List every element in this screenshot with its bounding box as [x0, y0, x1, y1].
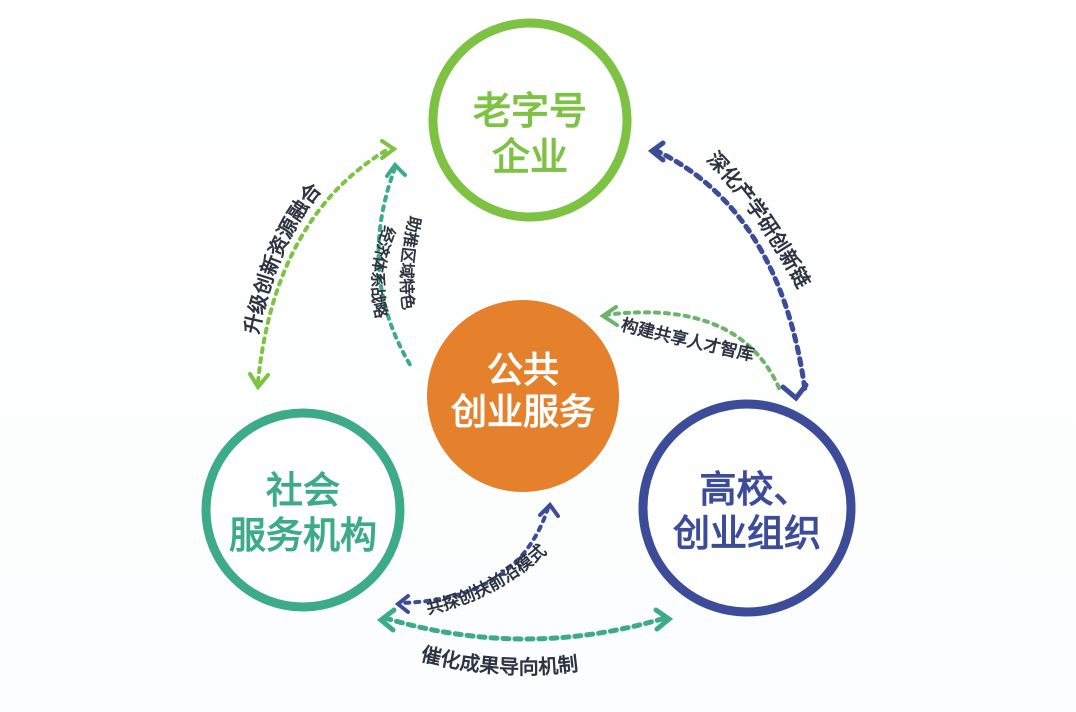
arrow-head-icon — [380, 139, 398, 160]
edge-label-center-left-bottom: 共探创扶前沿模式 — [425, 540, 551, 619]
node-center: 公共 创业服务 — [427, 300, 619, 492]
node-right-line1: 高校、 — [700, 468, 811, 511]
edge-label-center-right: 构建共享人才智库 — [619, 314, 756, 365]
arrow-head-icon — [653, 607, 674, 632]
arrow-head-icon — [377, 607, 397, 633]
node-left-line2: 服务机构 — [229, 514, 377, 557]
connector-top-left-inner — [376, 161, 414, 370]
node-top: 老字号 企业 — [428, 18, 632, 222]
node-right-line2: 创业组织 — [672, 512, 821, 555]
connector-top-left-outer — [248, 139, 398, 391]
arrow-head-icon — [647, 140, 666, 163]
connector-left-right-bottom — [377, 607, 674, 642]
edge-label-top-right-outer-path: 深化产学研创新链 — [702, 147, 815, 293]
node-left-line1: 社会 — [266, 469, 340, 512]
edge-label-top-left-inner2-path: 经济体系战略 — [368, 224, 399, 321]
connector-top-right — [647, 140, 809, 402]
arrow-head-icon — [780, 382, 809, 402]
node-left: 社会 服务机构 — [201, 408, 405, 612]
edge-label-center-right-path: 构建共享人才智库 — [619, 314, 756, 365]
node-right: 高校、 创业组织 — [638, 399, 856, 617]
edge-label-top-left-outer: 升级创新资源融合 — [239, 177, 326, 335]
node-center-line2: 创业服务 — [451, 392, 595, 433]
arrow-head-icon — [385, 161, 407, 178]
node-top-line2: 企业 — [492, 135, 568, 179]
edge-label-top-left-outer-path: 升级创新资源融合 — [239, 177, 326, 335]
edge-label-left-right-bottom: 催化成果导向机制 — [419, 642, 579, 679]
edge-label-top-left-inner-path: 助推区域特色 — [397, 214, 425, 311]
node-center-line1: 公共 — [487, 350, 559, 391]
edge-label-top-left-inner2: 经济体系战略 — [368, 224, 399, 321]
edge-label-top-left-inner: 助推区域特色 — [397, 214, 425, 311]
arrow-head-icon — [248, 372, 270, 391]
arrow-head-icon — [538, 501, 560, 518]
edge-label-left-right-bottom-path: 催化成果导向机制 — [419, 642, 579, 679]
arrow-head-icon — [599, 305, 619, 327]
connector-center-left-bottom — [394, 501, 560, 614]
arrow-head-icon — [394, 594, 410, 614]
node-top-line1: 老字号 — [473, 89, 587, 133]
connector-center-right — [599, 305, 782, 392]
edge-label-top-right-outer: 深化产学研创新链 — [702, 147, 815, 293]
edge-label-center-left-bottom-path: 共探创扶前沿模式 — [425, 540, 551, 619]
